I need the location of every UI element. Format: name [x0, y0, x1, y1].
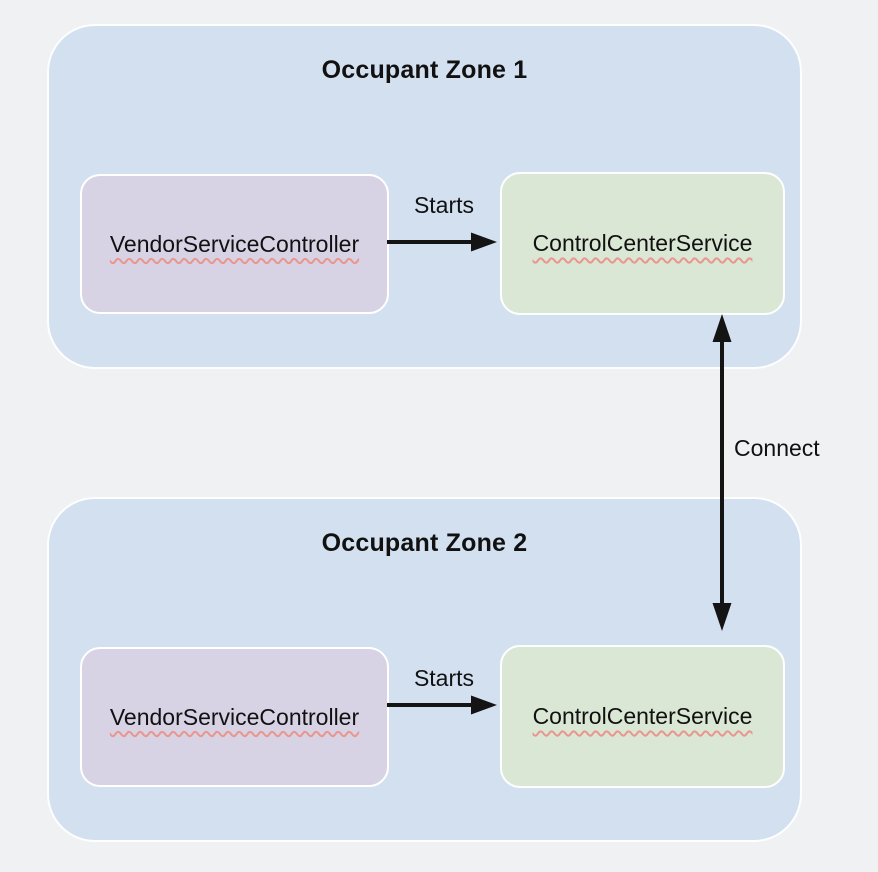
zone-1-vendor-service-controller-node: VendorServiceController: [80, 174, 389, 314]
occupant-zone-2: Occupant Zone 2 VendorServiceController …: [47, 497, 802, 842]
zone-1-title: Occupant Zone 1: [321, 56, 528, 84]
occupant-zone-1: Occupant Zone 1 VendorServiceController …: [47, 24, 802, 369]
zone-2-vendor-node-label: VendorServiceController: [109, 703, 360, 730]
connect-arrow-label: Connect: [734, 435, 820, 461]
zone-1-control-center-service-node: ControlCenterService: [500, 172, 785, 315]
zone-1-starts-arrow-label: Starts: [413, 192, 475, 218]
zone-1-control-node-label: ControlCenterService: [532, 230, 753, 256]
zone-1-vendor-node-label: VendorServiceController: [109, 230, 360, 257]
zone-2-starts-arrow-label: Starts: [413, 665, 475, 691]
zone-2-control-node-label: ControlCenterService: [532, 703, 753, 729]
zone-2-title: Occupant Zone 2: [321, 529, 528, 557]
zone-2-control-center-service-node: ControlCenterService: [500, 645, 785, 788]
zone-2-vendor-service-controller-node: VendorServiceController: [80, 647, 389, 787]
